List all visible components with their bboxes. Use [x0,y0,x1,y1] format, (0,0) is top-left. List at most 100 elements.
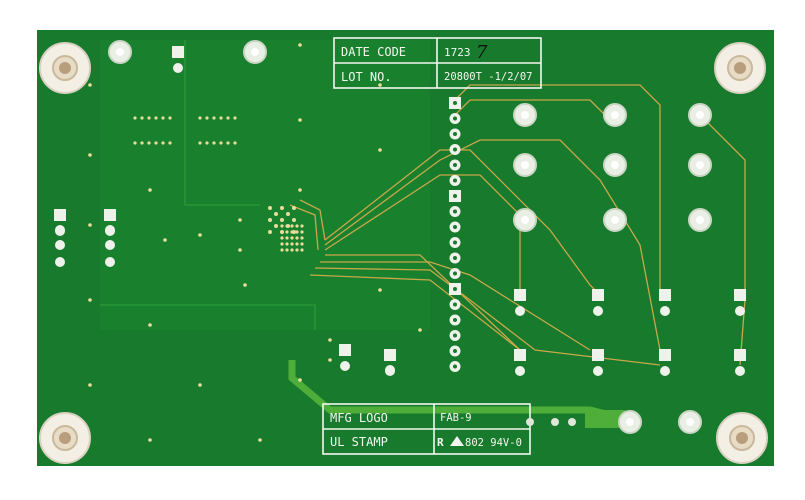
copper-pad-area [585,410,625,428]
via [280,218,284,222]
via [147,116,151,120]
via [198,383,202,387]
via [154,141,158,145]
pin-pad [593,306,603,316]
pin-pad [515,366,525,376]
pin-hole [453,349,457,353]
via [88,153,92,157]
pin-hole [453,318,457,322]
square-pin-pad [734,349,746,361]
lot-no-label: LOT NO. [341,70,392,84]
square-pin-pad [592,349,604,361]
handwritten-mark: 7 [476,42,488,63]
via [258,438,262,442]
plane-edge [184,40,260,206]
pin-hole [453,271,457,276]
via [212,141,216,145]
via [285,248,289,252]
pin-hole [453,101,457,105]
pad-hole [686,418,694,426]
via [300,236,304,240]
date-code-label: DATE CODE [341,45,406,59]
via [295,236,299,240]
pin-hole [453,178,457,183]
pad-hole [521,161,529,169]
plane-edge [100,304,316,330]
via [88,83,92,87]
square-pin-pad [172,46,184,58]
pin-hole [453,163,457,167]
via [290,224,294,228]
pin-hole [453,225,457,229]
via [198,141,202,145]
via [219,141,223,145]
via [298,188,302,192]
pin-pad [515,306,525,316]
pad-hole [521,111,529,119]
via [280,224,284,228]
pin-pad [173,63,183,73]
via [292,218,296,222]
via [219,116,223,120]
pad-hole [251,48,259,56]
via [268,206,272,210]
via-pad [526,418,534,426]
via [286,224,290,228]
square-pin-pad [659,289,671,301]
via [328,358,332,362]
pad-hole [611,216,619,224]
pin-pad [593,366,603,376]
lot-no-value: 20800T -1/2/07 [444,71,533,83]
square-pin-pad [659,349,671,361]
via [161,141,165,145]
pin-pad [660,306,670,316]
date-code-value: 1723 [444,46,471,59]
via [233,141,237,145]
via [205,116,209,120]
pin-pad [55,257,65,267]
svg-text:R: R [437,436,444,449]
via [147,141,151,145]
via [205,141,209,145]
pin-hole [453,364,457,369]
pad-hole [521,216,529,224]
via [295,242,299,246]
pad-hole [696,111,704,119]
square-pin-pad [514,349,526,361]
standoff-hole [59,62,71,74]
via [280,230,284,234]
pad-hole [696,161,704,169]
via [378,288,382,292]
via [298,378,302,382]
via [285,230,289,234]
via [226,116,230,120]
pads-layer [54,40,746,442]
via [290,242,294,246]
standoff-hole [736,432,748,444]
pin-pad [340,361,350,371]
via [280,248,284,252]
square-pin-pad [592,289,604,301]
via-pad [568,418,576,426]
pin-pad [385,365,395,375]
fab-value: FAB-9 [440,412,472,424]
via [268,230,272,234]
via [198,233,202,237]
via [280,242,284,246]
via [274,212,278,216]
via [226,141,230,145]
via [328,338,332,342]
date-lot-label-box: DATE CODE LOT NO. 1723 20800T -1/2/07 7 [333,37,542,89]
square-pin-pad [104,209,116,221]
via [133,141,137,145]
via-pad [551,418,559,426]
pin-pad [55,225,65,235]
via [212,116,216,120]
square-pin-pad [734,289,746,301]
via [378,148,382,152]
via [418,328,422,332]
pin-pad [105,240,115,250]
via [140,141,144,145]
via [300,248,304,252]
pad-hole [611,161,619,169]
